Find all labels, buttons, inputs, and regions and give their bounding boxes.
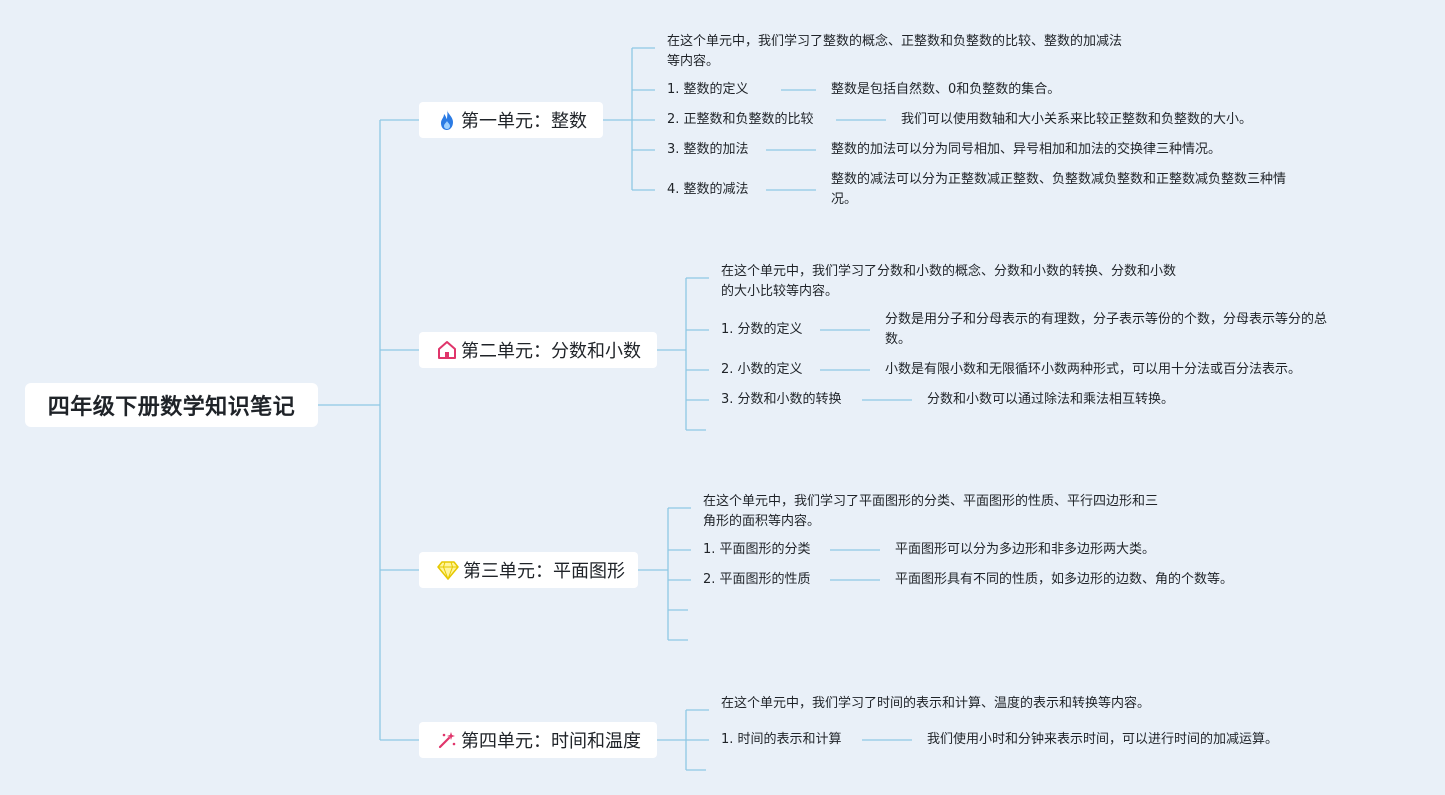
intro-line: 在这个单元中，我们学习了分数和小数的概念、分数和小数的转换、分数和小数 xyxy=(721,264,1177,279)
description-line: 整数的加法可以分为同号相加、异号相加和加法的交换律三种情况。 xyxy=(831,142,1222,157)
intro-line: 在这个单元中，我们学习了整数的概念、正整数和负整数的比较、整数的加减法 xyxy=(667,34,1123,49)
topic-description[interactable]: 小数是有限小数和无限循环小数两种形式，可以用十分法或百分法表示。 xyxy=(885,360,1301,380)
unit-intro-1[interactable]: 在这个单元中，我们学习了整数的概念、正整数和负整数的比较、整数的加减法等内容。 xyxy=(667,32,1122,72)
description-line: 数。 xyxy=(885,332,912,347)
description-line: 平面图形具有不同的性质，如多边形的边数、角的个数等。 xyxy=(895,572,1234,587)
topic-label[interactable]: 3. 分数和小数的转换 xyxy=(721,392,842,407)
fire-icon xyxy=(437,109,457,131)
unit-title: 第三单元：平面图形 xyxy=(463,561,625,582)
topic-label[interactable]: 1. 时间的表示和计算 xyxy=(721,732,842,747)
topic-description[interactable]: 整数的加法可以分为同号相加、异号相加和加法的交换律三种情况。 xyxy=(831,140,1221,160)
topic-description[interactable]: 分数和小数可以通过除法和乘法相互转换。 xyxy=(927,390,1174,410)
description-line: 况。 xyxy=(831,192,858,207)
magic-wand-icon xyxy=(437,729,457,751)
topic-label[interactable]: 1. 平面图形的分类 xyxy=(703,542,811,557)
unit-intro-3[interactable]: 在这个单元中，我们学习了平面图形的分类、平面图形的性质、平行四边形和三角形的面积… xyxy=(703,492,1158,532)
root-title-text: 四年级下册数学知识笔记 xyxy=(47,395,296,420)
description-line: 分数是用分子和分母表示的有理数，分子表示等份的个数，分母表示等分的总 xyxy=(885,312,1328,327)
description-line: 我们使用小时和分钟来表示时间，可以进行时间的加减运算。 xyxy=(927,732,1279,747)
description-line: 平面图形可以分为多边形和非多边形两大类。 xyxy=(895,542,1156,557)
topic-description[interactable]: 我们使用小时和分钟来表示时间，可以进行时间的加减运算。 xyxy=(927,730,1278,750)
topic-label[interactable]: 1. 分数的定义 xyxy=(721,322,803,337)
topic-description[interactable]: 平面图形具有不同的性质，如多边形的边数、角的个数等。 xyxy=(895,570,1233,590)
topic-label[interactable]: 2. 平面图形的性质 xyxy=(703,572,811,587)
root-title[interactable]: 四年级下册数学知识笔记 xyxy=(25,383,318,427)
topic-description[interactable]: 平面图形可以分为多边形和非多边形两大类。 xyxy=(895,540,1155,560)
description-line: 我们可以使用数轴和大小关系来比较正整数和负整数的大小。 xyxy=(901,112,1253,127)
description-line: 整数是包括自然数、0和负整数的集合。 xyxy=(831,82,1061,97)
intro-line: 等内容。 xyxy=(667,54,720,69)
intro-line: 在这个单元中，我们学习了平面图形的分类、平面图形的性质、平行四边形和三 xyxy=(703,494,1159,509)
description-line: 分数和小数可以通过除法和乘法相互转换。 xyxy=(927,392,1175,407)
topic-label[interactable]: 2. 小数的定义 xyxy=(721,362,803,377)
unit-title: 第一单元：整数 xyxy=(461,111,587,132)
topic-description[interactable]: 整数是包括自然数、0和负整数的集合。 xyxy=(831,80,1060,100)
intro-line: 角形的面积等内容。 xyxy=(703,514,821,529)
topic-description[interactable]: 整数的减法可以分为正整数减正整数、负整数减负整数和正整数减负整数三种情况。 xyxy=(831,170,1286,210)
unit-node-1[interactable]: 第一单元：整数 xyxy=(419,102,603,138)
topic-label[interactable]: 1. 整数的定义 xyxy=(667,82,749,97)
topic-label[interactable]: 3. 整数的加法 xyxy=(667,142,749,157)
intro-line: 的大小比较等内容。 xyxy=(721,284,839,299)
unit-title: 第二单元：分数和小数 xyxy=(461,341,641,362)
topic-label[interactable]: 2. 正整数和负整数的比较 xyxy=(667,112,814,127)
unit-title: 第四单元：时间和温度 xyxy=(461,731,641,752)
unit-node-2[interactable]: 第二单元：分数和小数 xyxy=(419,332,657,368)
unit-node-4[interactable]: 第四单元：时间和温度 xyxy=(419,722,657,758)
topic-label[interactable]: 4. 整数的减法 xyxy=(667,182,749,197)
topic-description[interactable]: 分数是用分子和分母表示的有理数，分子表示等份的个数，分母表示等分的总数。 xyxy=(885,310,1327,350)
topic-description[interactable]: 我们可以使用数轴和大小关系来比较正整数和负整数的大小。 xyxy=(901,110,1252,130)
unit-intro-4[interactable]: 在这个单元中，我们学习了时间的表示和计算、温度的表示和转换等内容。 xyxy=(721,694,1150,714)
unit-intro-2[interactable]: 在这个单元中，我们学习了分数和小数的概念、分数和小数的转换、分数和小数的大小比较… xyxy=(721,262,1176,302)
unit-node-3[interactable]: 第三单元：平面图形 xyxy=(419,552,638,588)
house-icon xyxy=(437,339,457,361)
intro-line: 在这个单元中，我们学习了时间的表示和计算、温度的表示和转换等内容。 xyxy=(721,696,1151,711)
description-line: 整数的减法可以分为正整数减正整数、负整数减负整数和正整数减负整数三种情 xyxy=(831,172,1287,187)
diamond-icon xyxy=(437,559,459,581)
description-line: 小数是有限小数和无限循环小数两种形式，可以用十分法或百分法表示。 xyxy=(885,362,1302,377)
